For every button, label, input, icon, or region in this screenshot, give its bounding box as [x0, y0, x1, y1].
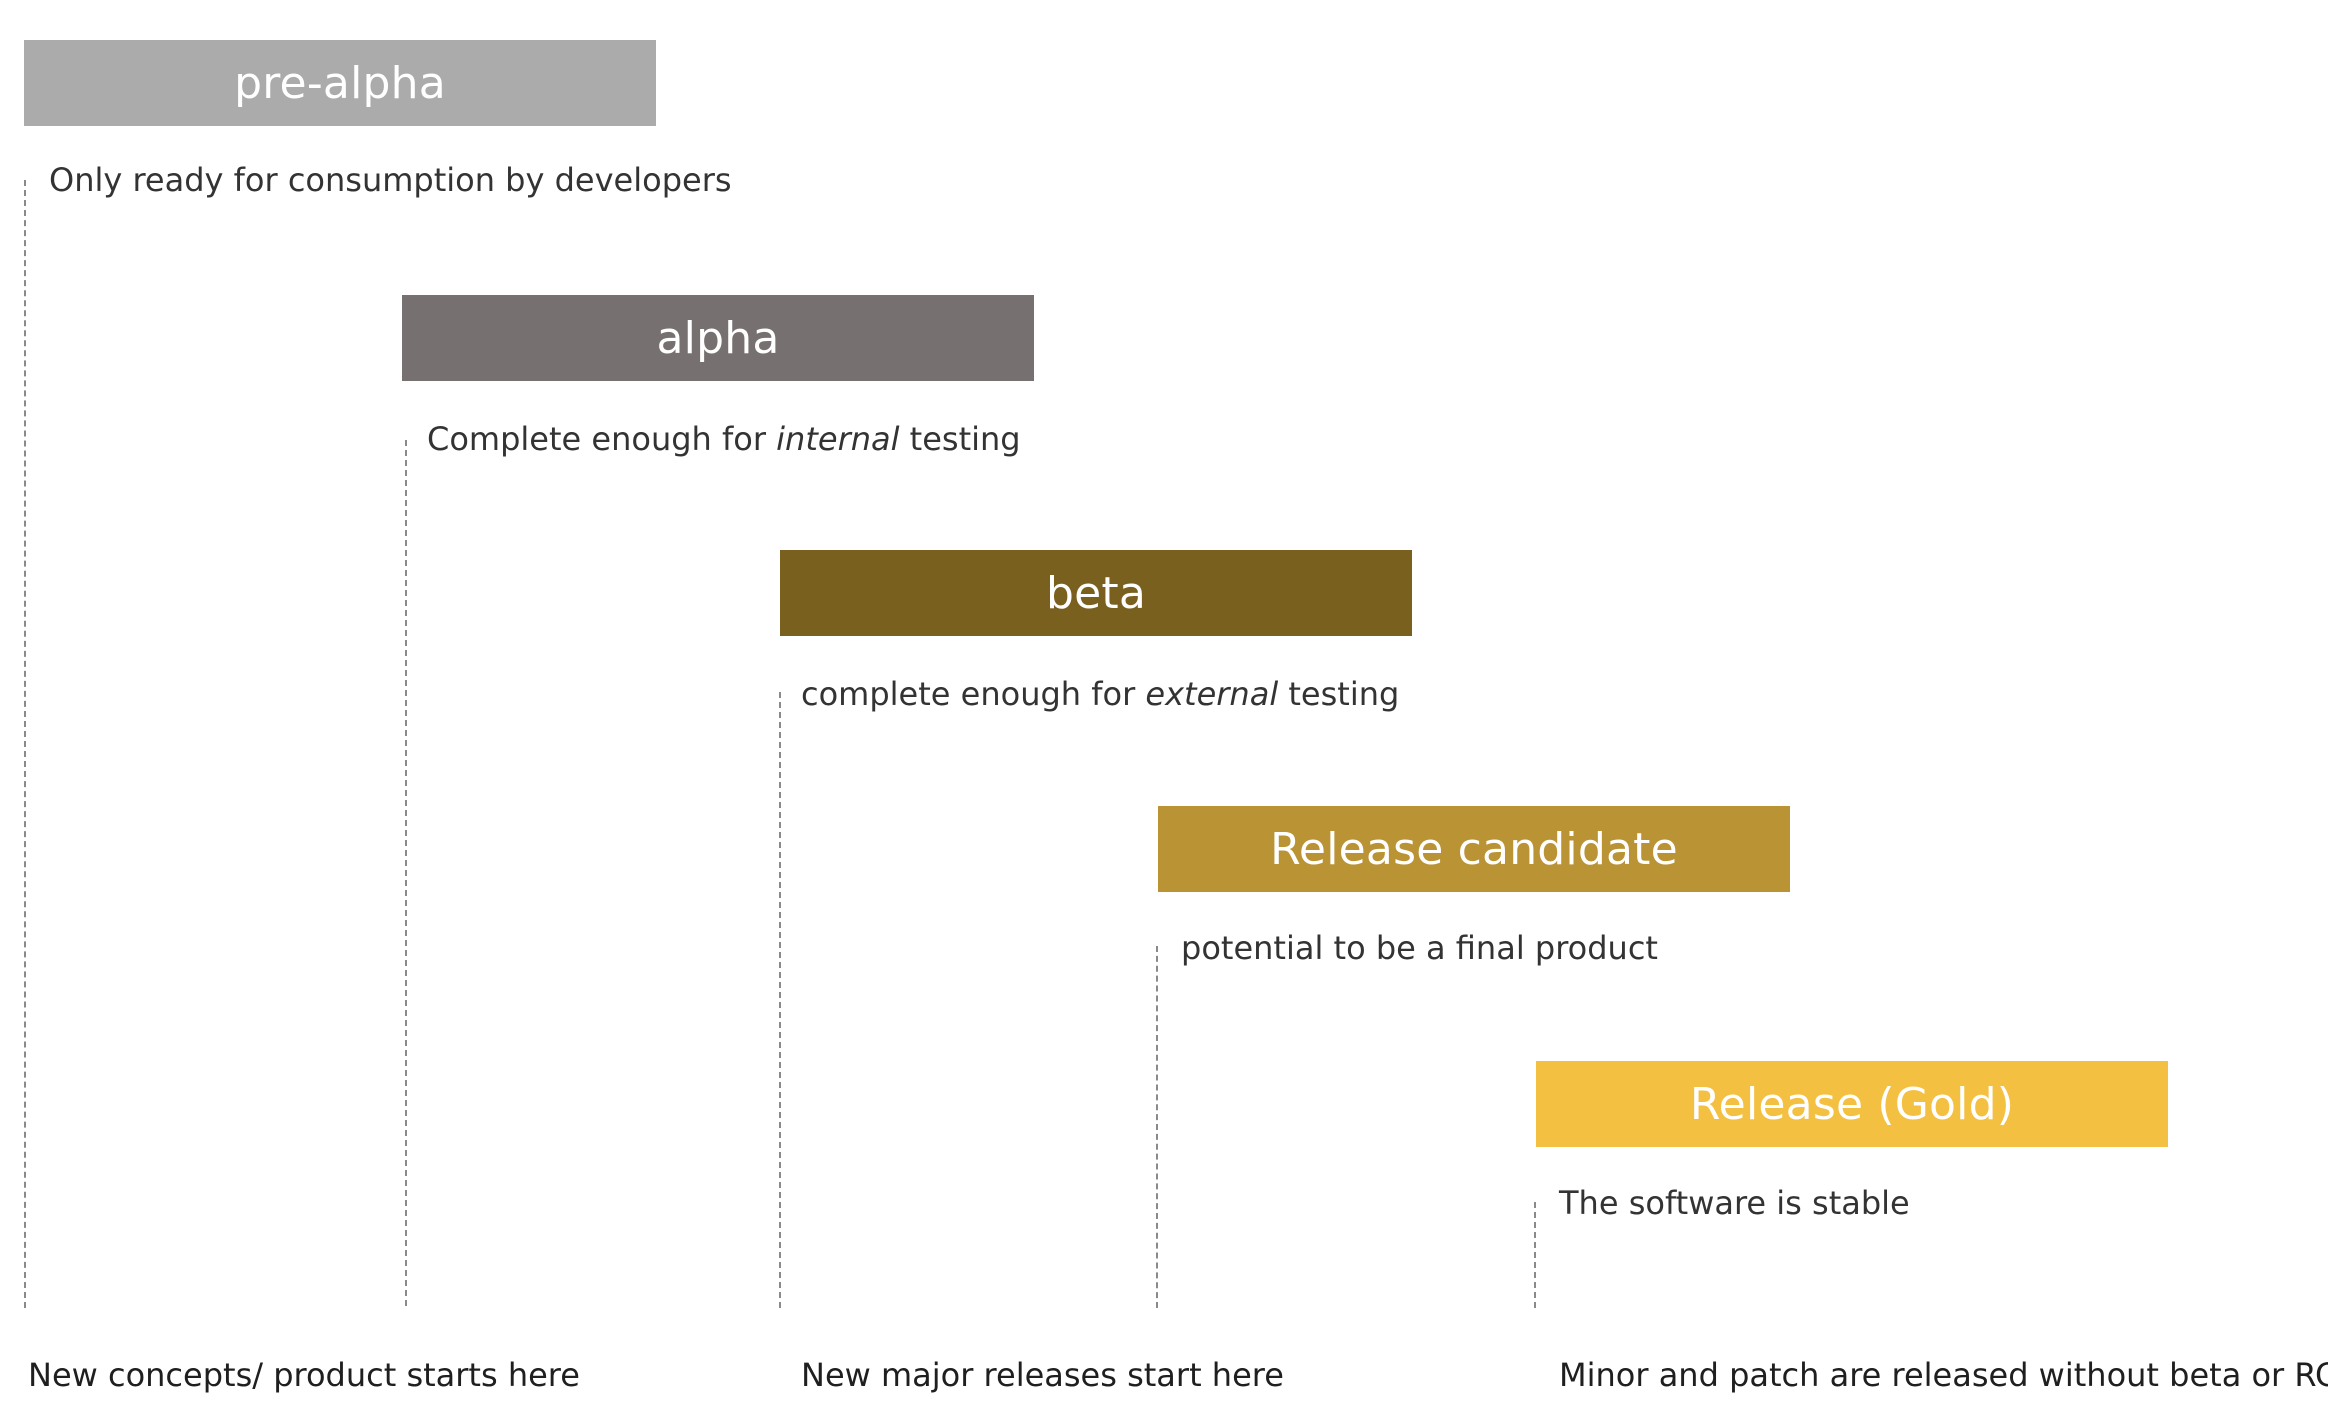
- stage-description-pre-alpha: Only ready for consumption by developers: [49, 161, 732, 199]
- description-text-after: testing: [899, 420, 1021, 458]
- note-new-concepts: New concepts/ product starts here: [28, 1356, 580, 1394]
- description-text: Only ready for consumption by developers: [49, 161, 732, 199]
- guide-line-beta: [779, 692, 781, 1308]
- stage-description-beta: complete enough for external testing: [801, 675, 1399, 713]
- stage-label-release-candidate: Release candidate: [1270, 823, 1678, 875]
- note-minor-patch: Minor and patch are released without bet…: [1559, 1356, 2328, 1394]
- description-emphasis: internal: [776, 420, 900, 458]
- description-text: potential to be a final product: [1181, 929, 1658, 967]
- stage-description-alpha: Complete enough for internal testing: [427, 420, 1021, 458]
- guide-line-release-gold: [1534, 1202, 1536, 1308]
- note-new-major-releases: New major releases start here: [801, 1356, 1284, 1394]
- description-text: The software is stable: [1559, 1184, 1910, 1222]
- stage-label-release-gold: Release (Gold): [1689, 1078, 2015, 1130]
- stage-label-alpha: alpha: [656, 312, 780, 364]
- stage-pre-alpha: pre-alpha: [24, 40, 656, 126]
- description-text-after: testing: [1278, 675, 1400, 713]
- stage-release-gold: Release (Gold): [1536, 1061, 2168, 1147]
- stage-alpha: alpha: [402, 295, 1034, 381]
- guide-line-release-candidate: [1156, 946, 1158, 1308]
- guide-line-pre-alpha: [24, 180, 26, 1308]
- stage-description-release-gold: The software is stable: [1559, 1184, 1910, 1222]
- description-emphasis: external: [1145, 675, 1279, 713]
- description-text: complete enough for: [801, 675, 1146, 713]
- description-text: Complete enough for: [427, 420, 777, 458]
- stage-release-candidate: Release candidate: [1158, 806, 1790, 892]
- stage-label-beta: beta: [1045, 567, 1146, 619]
- stage-beta: beta: [780, 550, 1412, 636]
- stage-description-release-candidate: potential to be a final product: [1181, 929, 1658, 967]
- guide-line-alpha: [405, 440, 407, 1306]
- stage-label-pre-alpha: pre-alpha: [234, 57, 446, 109]
